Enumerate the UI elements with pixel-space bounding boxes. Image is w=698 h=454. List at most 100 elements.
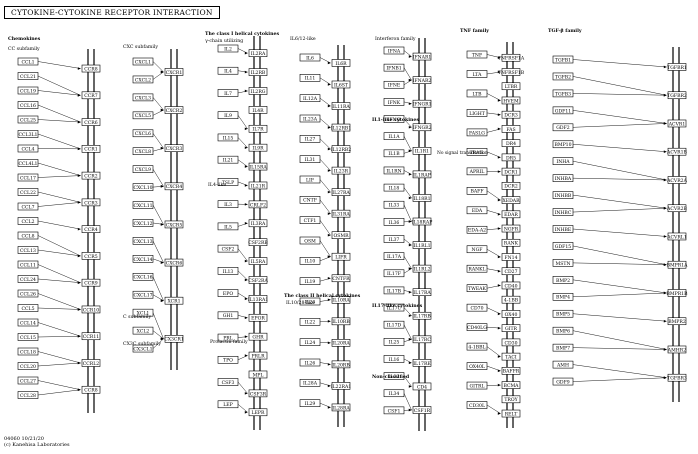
receptor-node-il9r[interactable]: IL9R	[249, 144, 267, 151]
ligand-node-il12a[interactable]: IL12A	[300, 95, 320, 102]
ligand-node-ccl17[interactable]: CCL17	[18, 174, 38, 181]
receptor-node-acvrl1[interactable]: ACVRL1	[666, 233, 687, 240]
ligand-node-baff[interactable]: BAFF	[467, 187, 487, 194]
ligand-node-tweak[interactable]: TWEAK	[467, 285, 487, 292]
receptor-node-il17rb[interactable]: IL17RB	[413, 312, 431, 319]
receptor-node-bmpr2[interactable]: BMPR2	[668, 318, 686, 325]
ligand-node-ifne[interactable]: IFNE	[384, 81, 404, 88]
ligand-node-cxcl5[interactable]: CXCL5	[133, 112, 153, 119]
receptor-node-acvr1b[interactable]: ACVR1B	[666, 148, 688, 155]
ligand-node-bmp4[interactable]: BMP4	[553, 293, 573, 300]
receptor-node-crlf2[interactable]: CRLF2	[249, 201, 267, 208]
receptor-node-ox40[interactable]: OX40	[502, 310, 520, 317]
receptor-node-relt[interactable]: RELT	[502, 410, 520, 417]
ligand-node-il33[interactable]: IL33	[384, 201, 404, 208]
ligand-node-cxcl17[interactable]: CXCL17	[133, 291, 153, 298]
receptor-node-dcr1[interactable]: DCR1	[502, 168, 520, 175]
ligand-node-il9[interactable]: IL9	[218, 112, 238, 119]
ligand-node-il1b[interactable]: IL1B	[384, 150, 404, 157]
receptor-node-tgfbr2[interactable]: TGFBR2	[667, 92, 687, 99]
ligand-node-cd70[interactable]: CD70	[467, 304, 487, 311]
ligand-node-csf1[interactable]: CSF1	[384, 407, 404, 414]
ligand-node-il19[interactable]: IL19	[300, 278, 320, 285]
receptor-node-il5ra[interactable]: IL5RA	[249, 258, 267, 265]
receptor-node-ccr8[interactable]: CCR8	[82, 386, 100, 393]
receptor-node-csf2ra[interactable]: CSF2RA	[248, 276, 268, 283]
receptor-node-cd30[interactable]: CD30	[502, 339, 520, 346]
ligand-node-cxcl2[interactable]: CXCL2	[133, 76, 153, 83]
receptor-node-ccr5[interactable]: CCR5	[82, 252, 100, 259]
receptor-node-ccr9[interactable]: CCR9	[82, 279, 100, 286]
receptor-node-ccr11[interactable]: CCR11	[82, 333, 100, 340]
receptor-node-il7r[interactable]: IL7R	[249, 125, 267, 132]
receptor-node-il18r1[interactable]: IL18R1	[413, 194, 431, 201]
receptor-node-4-1bb[interactable]: 4-1BB	[502, 296, 520, 303]
receptor-node-il28ra[interactable]: IL28RA	[332, 404, 350, 411]
receptor-node-cxcr6[interactable]: CXCR6	[165, 259, 183, 266]
ligand-node-cd30l[interactable]: CD30L	[467, 402, 487, 409]
receptor-node-xcr1[interactable]: XCR1	[165, 297, 183, 304]
ligand-node-ccl18[interactable]: CCL18	[18, 348, 38, 355]
receptor-node-amhr2[interactable]: AMHR2	[667, 346, 686, 353]
receptor-node-il2rb[interactable]: IL2RB	[249, 69, 267, 76]
receptor-node-il22ra1[interactable]: IL22RA1	[331, 382, 351, 389]
ligand-node-il17f[interactable]: IL17F	[384, 270, 404, 277]
ligand-node-ccl7[interactable]: CCL7	[18, 203, 38, 210]
ligand-node-il5[interactable]: IL5	[218, 223, 238, 230]
receptor-node-mpl[interactable]: MPL	[249, 371, 267, 378]
receptor-node-ltbr[interactable]: LTBR	[502, 83, 520, 90]
receptor-node-acvr1[interactable]: ACVR1	[668, 120, 686, 127]
ligand-node-cxcl10[interactable]: CXCL10	[133, 184, 153, 191]
ligand-node-cxcl16[interactable]: CXCL16	[133, 273, 153, 280]
ligand-node-gh1[interactable]: GH1	[218, 312, 238, 319]
receptor-node-baffr[interactable]: BAFFR	[502, 367, 520, 374]
receptor-node-il12rb1[interactable]: IL12RB1	[331, 124, 352, 131]
ligand-node-il34[interactable]: IL34	[384, 390, 404, 397]
ligand-node-il28a[interactable]: IL28A	[300, 379, 320, 386]
ligand-node-april[interactable]: APRIL	[467, 168, 487, 175]
receptor-node-edar[interactable]: EDAR	[502, 211, 520, 218]
receptor-node-tgfbr1[interactable]: TGFBR1	[667, 63, 687, 70]
receptor-node-dcr3[interactable]: DCR3	[502, 111, 520, 118]
receptor-node-il1rl1[interactable]: IL1RL1	[413, 242, 431, 249]
receptor-node-ccr2[interactable]: CCR2	[82, 172, 100, 179]
ligand-node-epo[interactable]: EPO	[218, 290, 238, 297]
ligand-node-cxcl11[interactable]: CXCL11	[133, 202, 153, 209]
ligand-node-il29[interactable]: IL29	[300, 400, 320, 407]
receptor-node-cxcr1[interactable]: CXCR1	[165, 68, 183, 75]
ligand-node-tnf[interactable]: TNF	[467, 51, 487, 58]
ligand-node-il17b[interactable]: IL17B	[384, 287, 404, 294]
ligand-node-cxcl14[interactable]: CXCL14	[133, 255, 153, 262]
receptor-node-cxcr3[interactable]: CXCR3	[165, 145, 183, 152]
receptor-node-ccr6[interactable]: CCR6	[82, 119, 100, 126]
ligand-node-csf2[interactable]: CSF2	[218, 245, 238, 252]
ligand-node-bmp7[interactable]: BMP7	[553, 344, 573, 351]
ligand-node-ccl20[interactable]: CCL20	[18, 363, 38, 370]
ligand-node-il16[interactable]: IL16	[384, 355, 404, 362]
receptor-node-ifnar1[interactable]: IFNAR1	[413, 53, 432, 60]
ligand-node-ltb[interactable]: LTB	[467, 90, 487, 97]
ligand-node-faslg[interactable]: FASLG	[467, 129, 487, 136]
ligand-node-il22[interactable]: IL22	[300, 318, 320, 325]
receptor-node-acvr2a[interactable]: ACVR2A	[666, 176, 688, 183]
receptor-node-epor[interactable]: EPOR	[249, 314, 267, 321]
ligand-node-il17d[interactable]: IL17D	[384, 321, 404, 328]
ligand-node-il13[interactable]: IL13	[218, 267, 238, 274]
receptor-node-il12rb2[interactable]: IL12RB2	[331, 146, 352, 153]
ligand-node-rankl[interactable]: RANKL	[467, 265, 487, 272]
ligand-node-lep[interactable]: LEP	[218, 401, 238, 408]
ligand-node-ox40l[interactable]: OX40L	[467, 363, 487, 370]
receptor-node-osmr[interactable]: OSMR	[332, 232, 350, 239]
ligand-node-cxcl13[interactable]: CXCL13	[133, 237, 153, 244]
receptor-node-il15ra[interactable]: IL15RA	[249, 163, 267, 170]
ligand-node-tgfb1[interactable]: TGFB1	[553, 56, 573, 63]
ligand-node-il1a[interactable]: IL1A	[384, 133, 404, 140]
receptor-node-il17rc[interactable]: IL17RC	[413, 336, 431, 343]
ligand-node-eda[interactable]: EDA	[467, 207, 487, 214]
receptor-node-hvem[interactable]: HVEM	[502, 97, 520, 104]
ligand-node-ifna[interactable]: IFNA	[384, 47, 404, 54]
ligand-node-csf3[interactable]: CSF3	[218, 379, 238, 386]
ligand-node-cxcl1[interactable]: CXCL1	[133, 58, 153, 65]
receptor-node-cd40[interactable]: CD40	[502, 282, 520, 289]
receptor-node-lifr[interactable]: LIFR	[332, 253, 350, 260]
